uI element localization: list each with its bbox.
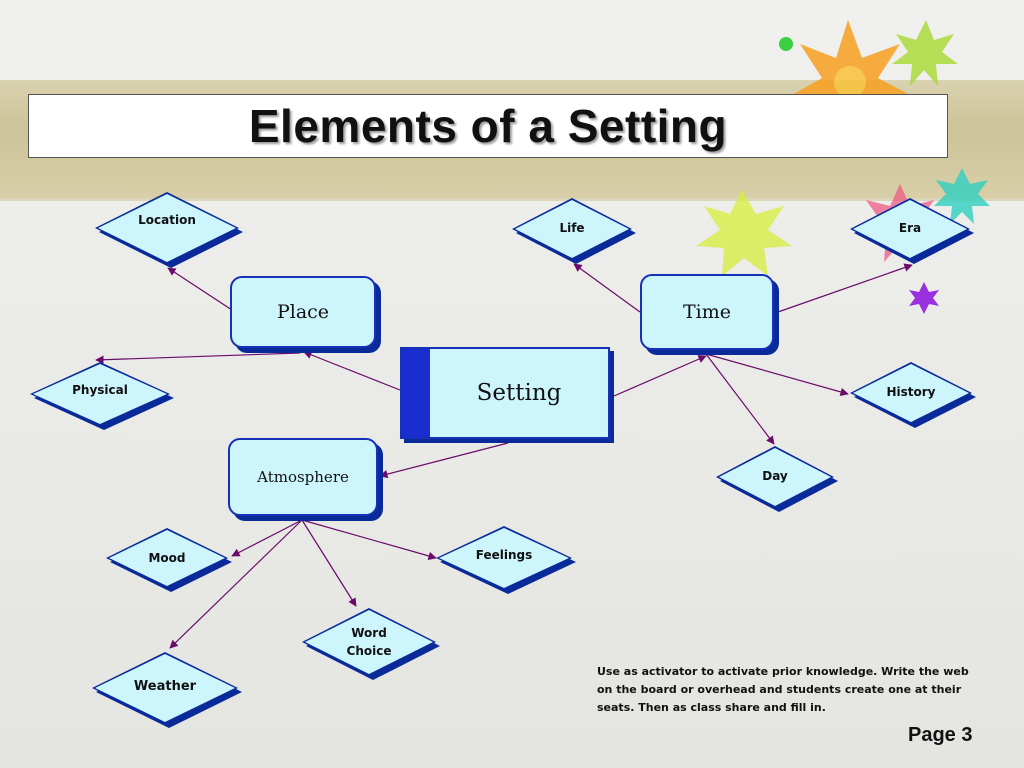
arrow-time-to-day [705, 353, 775, 445]
setting-label: Setting [476, 380, 562, 406]
diamond-physical: Physical [30, 362, 174, 430]
diamond-weather: Weather [92, 652, 242, 728]
weather-label: Weather [133, 679, 197, 694]
diamond-history: History [850, 362, 976, 428]
word-choice-line-2: Choice [346, 644, 392, 658]
title-box: Elements of a Setting [28, 94, 948, 158]
word-choice-label: Word Choice [302, 608, 436, 676]
arrow-atmosphere-to-word-choice [301, 519, 357, 607]
arrow-atmosphere-to-feelings [301, 519, 437, 560]
time-node: Time [640, 274, 774, 350]
life-label: Life [559, 221, 585, 235]
flower-lime-icon [696, 190, 792, 276]
arrow-atmosphere-to-mood [231, 519, 303, 557]
feelings-label: Feelings [475, 548, 533, 562]
diamond-day: Day [716, 446, 838, 512]
diamond-word-choice: Word Choice [302, 608, 440, 680]
flower-purple-icon [909, 282, 939, 314]
location-label: Location [138, 213, 196, 227]
word-choice-line-1: Word [351, 626, 387, 640]
day-label: Day [762, 469, 788, 483]
arrow-setting-to-place [303, 350, 401, 391]
band-divider [0, 198, 1024, 201]
atmosphere-node: Atmosphere [228, 438, 378, 516]
arrow-time-to-life [573, 263, 641, 313]
arrow-setting-to-time [613, 355, 707, 397]
arrow-place-to-physical [95, 352, 301, 364]
era-label: Era [898, 221, 922, 235]
mood-label: Mood [148, 551, 186, 565]
arrow-place-to-location [167, 267, 233, 311]
flower-orange-icon [790, 20, 912, 140]
arrow-setting-to-atmosphere [379, 442, 509, 479]
setting-node-bar [402, 349, 430, 437]
flower-green-icon [892, 20, 958, 86]
page-title: Elements of a Setting [248, 100, 728, 152]
diamond-feelings: Feelings [436, 526, 576, 594]
arrow-time-to-history [705, 353, 849, 396]
flower-teal-icon [934, 168, 990, 224]
diamond-era: Era [850, 198, 974, 264]
place-node: Place [230, 276, 376, 348]
dot-green-icon [779, 37, 793, 51]
physical-label: Physical [72, 383, 128, 397]
arrow-atmosphere-to-weather [169, 519, 303, 649]
diamond-mood: Mood [106, 528, 232, 592]
setting-node: Setting [400, 347, 610, 439]
arrow-time-to-era [777, 263, 913, 313]
page-number: Page 3 [908, 724, 973, 746]
history-label: History [886, 385, 936, 399]
diamond-location: Location [95, 192, 243, 268]
activator-note: Use as activator to activate prior knowl… [597, 665, 969, 714]
diamond-life: Life [512, 198, 636, 264]
